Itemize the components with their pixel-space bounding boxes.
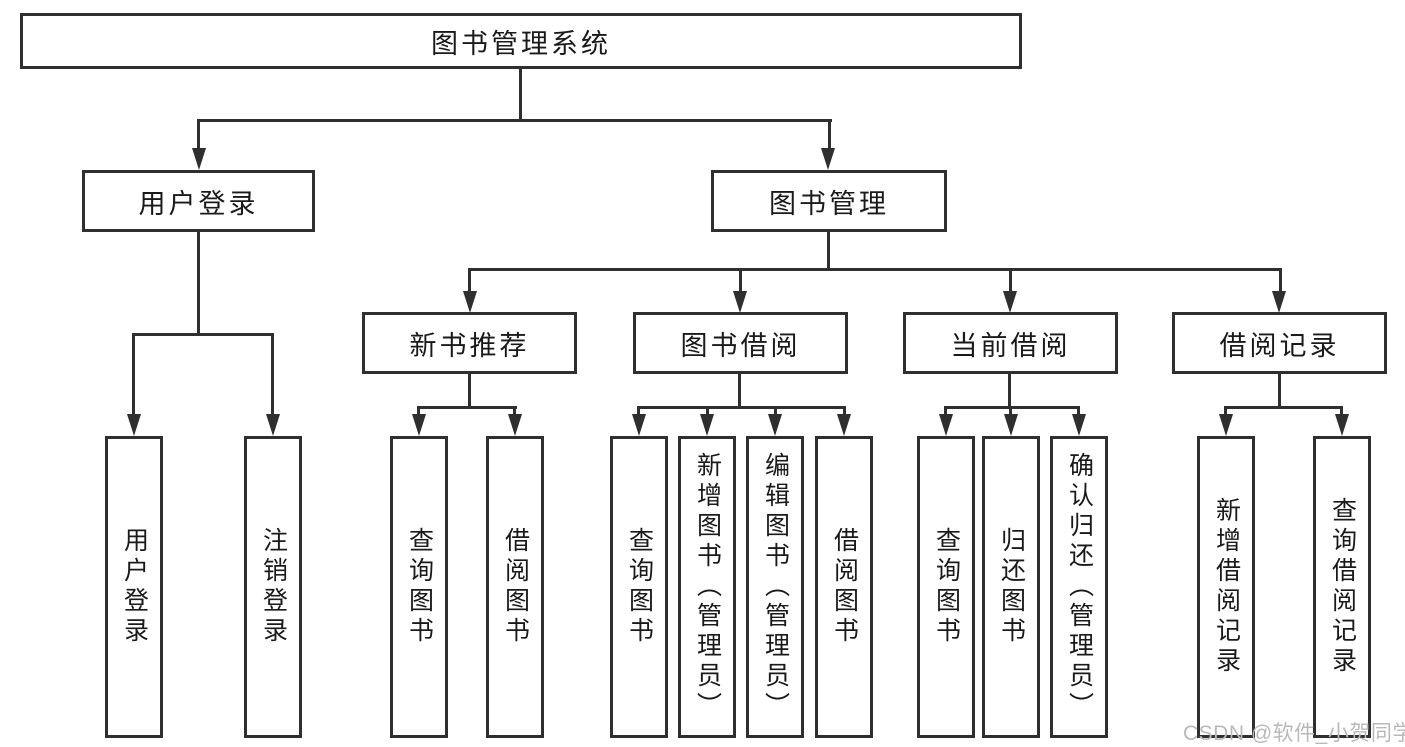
node-new-book-recommend: 新书推荐 <box>362 312 577 374</box>
node-label: 用户登录 <box>120 527 149 647</box>
node-label: 新增图书（管理员） <box>693 452 722 722</box>
leaf-bb-query-books: 查询图书 <box>610 436 668 738</box>
leaf-bb-add-books-admin: 新增图书（管理员） <box>678 436 736 738</box>
connector-line-v <box>1224 406 1227 418</box>
leaf-user-login: 用户登录 <box>105 436 163 738</box>
connector-line-v <box>132 333 135 416</box>
connector-line-v <box>828 119 831 152</box>
connector-line-v <box>1278 374 1281 408</box>
node-label: 图书借阅 <box>680 330 801 361</box>
leaf-cb-confirm-return-admin: 确认归还（管理员） <box>1050 436 1108 738</box>
connector-line-h <box>197 119 832 122</box>
connector-line-v <box>468 374 471 408</box>
leaf-logout: 注销登录 <box>244 436 302 738</box>
arrow-down-icon <box>1272 291 1286 313</box>
leaf-cb-query-books: 查询图书 <box>917 436 975 738</box>
leaf-br-add-record: 新增借阅记录 <box>1197 436 1255 738</box>
node-label: 新增借阅记录 <box>1212 497 1241 677</box>
arrow-down-icon <box>1335 414 1349 436</box>
leaf-br-query-record: 查询借阅记录 <box>1313 436 1371 738</box>
arrow-down-icon <box>127 414 141 436</box>
connector-line-h <box>132 333 274 336</box>
csdn-watermark: CSDN @软件_小贺同学 <box>1183 722 1405 745</box>
arrow-down-icon <box>463 291 477 313</box>
arrow-down-icon <box>412 414 426 436</box>
node-current-borrowing: 当前借阅 <box>903 312 1118 374</box>
node-label: 借阅记录 <box>1219 330 1340 361</box>
connector-line-v <box>417 406 420 418</box>
connector-line-v <box>519 69 522 119</box>
node-book-management: 图书管理 <box>711 170 947 232</box>
node-label: 借阅图书 <box>501 527 530 647</box>
node-label: 注销登录 <box>259 527 288 647</box>
arrow-down-icon <box>1072 414 1086 436</box>
connector-line-h <box>1224 406 1343 409</box>
connector-line-v <box>843 406 846 418</box>
arrow-down-icon <box>1219 414 1233 436</box>
connector-line-h <box>944 406 1080 409</box>
connector-line-v <box>468 268 471 293</box>
connector-line-v <box>1009 268 1012 293</box>
node-root-system: 图书管理系统 <box>20 13 1022 69</box>
connector-line-v <box>513 406 516 418</box>
node-label: 查询图书 <box>625 527 654 647</box>
arrow-down-icon <box>733 291 747 313</box>
connector-line-v <box>637 406 640 418</box>
arrow-down-icon <box>508 414 522 436</box>
arrow-down-icon <box>837 414 851 436</box>
node-label: 确认归还（管理员） <box>1065 452 1094 722</box>
connector-line-v <box>197 119 200 152</box>
node-label: 查询图书 <box>405 527 434 647</box>
node-borrowing-records: 借阅记录 <box>1172 312 1387 374</box>
connector-line-h <box>417 406 517 409</box>
connector-line-v <box>1279 268 1282 293</box>
node-label: 新书推荐 <box>409 330 530 361</box>
node-user-login: 用户登录 <box>82 170 315 232</box>
leaf-bb-edit-books-admin: 编辑图书（管理员） <box>746 436 804 738</box>
connector-line-h <box>469 268 1282 271</box>
connector-line-v <box>706 406 709 418</box>
connector-line-v <box>271 333 274 416</box>
arrow-down-icon <box>266 414 280 436</box>
leaf-bb-borrow-books: 借阅图书 <box>815 436 873 738</box>
node-label: 查询借阅记录 <box>1328 497 1357 677</box>
connector-line-v <box>1008 374 1011 408</box>
connector-line-v <box>1340 406 1343 418</box>
connector-line-v <box>827 232 830 270</box>
connector-line-v <box>738 374 741 408</box>
arrow-down-icon <box>1003 291 1017 313</box>
connector-line-v <box>197 232 200 335</box>
node-label: 图书管理 <box>769 188 889 219</box>
node-label: 归还图书 <box>997 527 1026 647</box>
node-label: 查询图书 <box>932 527 961 647</box>
arrow-down-icon <box>768 414 782 436</box>
node-label: 借阅图书 <box>830 527 859 647</box>
arrow-down-icon <box>632 414 646 436</box>
node-label: 当前借阅 <box>950 330 1071 361</box>
connector-line-v <box>1077 406 1080 418</box>
connector-line-h <box>637 406 846 409</box>
arrow-down-icon <box>192 148 206 170</box>
connector-line-v <box>1009 406 1012 418</box>
node-label: 图书管理系统 <box>431 28 611 59</box>
node-label: 用户登录 <box>138 188 259 219</box>
arrow-down-icon <box>821 148 835 170</box>
arrow-down-icon <box>700 414 714 436</box>
connector-line-v <box>774 406 777 418</box>
arrow-down-icon <box>1004 414 1018 436</box>
leaf-cb-return-books: 归还图书 <box>982 436 1040 738</box>
leaf-nbr-query-books: 查询图书 <box>390 436 448 738</box>
leaf-nbr-borrow-books: 借阅图书 <box>486 436 544 738</box>
node-book-borrowing: 图书借阅 <box>633 312 848 374</box>
connector-line-v <box>739 268 742 293</box>
connector-line-v <box>944 406 947 418</box>
arrow-down-icon <box>939 414 953 436</box>
node-label: 编辑图书（管理员） <box>761 452 790 722</box>
